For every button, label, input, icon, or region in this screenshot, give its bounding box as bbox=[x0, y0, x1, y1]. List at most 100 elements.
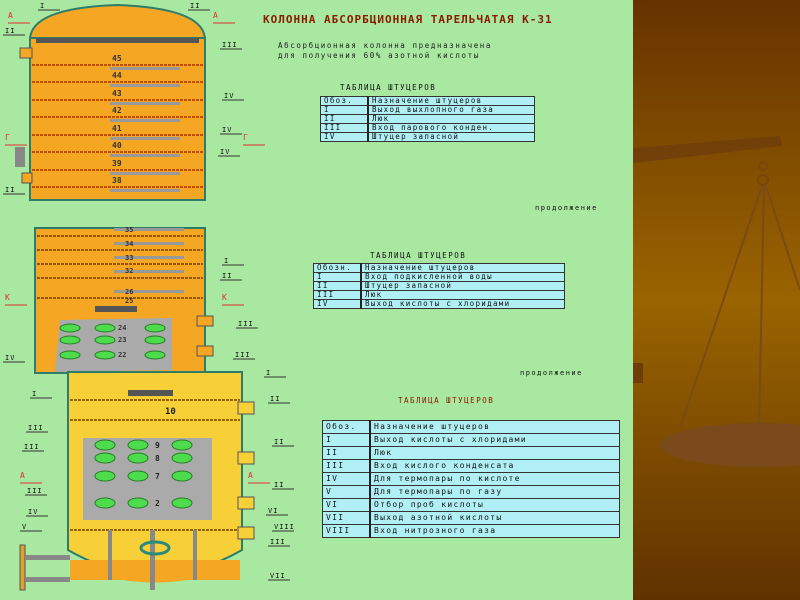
continuation-label-1: продолжение bbox=[535, 204, 598, 212]
downcomer-pipe bbox=[110, 119, 180, 122]
nozzle-label: II bbox=[274, 438, 284, 446]
purpose-cell: Выход выхлопного газа bbox=[367, 105, 535, 115]
bubble-cap bbox=[94, 335, 116, 345]
tray-number: 26 bbox=[125, 288, 133, 296]
nozzle-label: III bbox=[222, 41, 238, 49]
tray-number: 24 bbox=[118, 324, 126, 332]
nozzle-label: IV bbox=[222, 126, 232, 134]
purpose-cell: Штуцер запасной bbox=[367, 132, 535, 142]
bubble-cap bbox=[59, 323, 81, 333]
tray-number: 42 bbox=[112, 106, 122, 115]
nozzle-label: I bbox=[32, 390, 37, 398]
nozzle-label: III bbox=[235, 351, 251, 359]
section-mark: Г bbox=[5, 133, 10, 142]
nozzle-label: IV bbox=[220, 148, 230, 156]
purpose-cell: Выход кислоты с хлоридами bbox=[369, 433, 620, 447]
nozzle-label: VI bbox=[268, 507, 278, 515]
bubble-cap bbox=[171, 497, 193, 509]
designation-cell: VIII bbox=[322, 524, 371, 538]
tray-number: 44 bbox=[112, 71, 122, 80]
downcomer-pipe bbox=[110, 102, 180, 105]
purpose-cell: Выход азотной кислоты bbox=[369, 511, 620, 525]
purpose-cell: Штуцер запасной bbox=[360, 281, 565, 291]
page-title: КОЛОННА АБСОРБЦИОННАЯ ТАРЕЛЬЧАТАЯ К-31 bbox=[263, 13, 553, 26]
drain-pipe bbox=[150, 530, 155, 590]
nozzle-label: V bbox=[22, 523, 27, 531]
tray-number: 43 bbox=[112, 89, 122, 98]
section-mark: А bbox=[213, 11, 218, 20]
table-header-row: Обоз.Назначение штуцеров bbox=[322, 420, 620, 434]
section-mark: К bbox=[5, 293, 10, 302]
thermo-pipe bbox=[193, 530, 197, 580]
nozzle-label: II bbox=[190, 2, 200, 10]
nozzle bbox=[237, 451, 255, 465]
downcomer-pipe bbox=[114, 270, 184, 273]
nozzle-label: II bbox=[274, 481, 284, 489]
tray-number: 8 bbox=[155, 454, 160, 463]
bubble-cap bbox=[59, 350, 81, 360]
downcomer-pipe bbox=[114, 228, 184, 231]
tray-number: 22 bbox=[118, 351, 126, 359]
bubble-cap bbox=[94, 323, 116, 333]
nozzle-label: I bbox=[224, 257, 229, 265]
nozzle-label: IV bbox=[224, 92, 234, 100]
designation-cell: VI bbox=[322, 498, 371, 512]
nozzle-label: III bbox=[270, 538, 286, 546]
purpose-cell: Для термопары по кислоте bbox=[369, 472, 620, 486]
side-pipe bbox=[25, 577, 70, 582]
downcomer-pipe bbox=[110, 189, 180, 192]
nozzle bbox=[15, 147, 25, 167]
bubble-cap bbox=[94, 350, 116, 360]
nozzle bbox=[19, 47, 33, 59]
tray-number: 2 bbox=[155, 499, 160, 508]
purpose-cell: Выход кислоты с хлоридами bbox=[360, 299, 565, 309]
tray-number: 35 bbox=[125, 226, 133, 234]
nozzle-label: II bbox=[222, 272, 232, 280]
tray-number: 7 bbox=[155, 472, 160, 481]
nozzle-label: III bbox=[24, 443, 40, 451]
tray-number: 32 bbox=[125, 267, 133, 275]
grid-support bbox=[95, 306, 137, 312]
downcomer-pipe bbox=[114, 242, 184, 245]
purpose-cell: Назначение штуцеров bbox=[369, 420, 620, 434]
downcomer-pipe bbox=[110, 154, 180, 157]
tray-number: 38 bbox=[112, 176, 122, 185]
nozzle-label: IV bbox=[28, 508, 38, 516]
nozzle-label: III bbox=[238, 320, 254, 328]
grid-support bbox=[128, 390, 173, 396]
downcomer-pipe bbox=[114, 290, 184, 293]
nozzle bbox=[21, 172, 33, 184]
section-mark: Г bbox=[243, 133, 248, 142]
downcomer-pipe bbox=[110, 137, 180, 140]
tray-number: 40 bbox=[112, 141, 122, 150]
section-mark: А bbox=[248, 471, 253, 480]
nozzle-label: IV bbox=[5, 354, 15, 362]
nozzle-label: I bbox=[40, 2, 45, 10]
designation-cell: V bbox=[322, 485, 371, 499]
bubble-cap bbox=[171, 452, 193, 464]
nozzle-label: II bbox=[5, 27, 15, 35]
tray-number: 25 bbox=[125, 297, 133, 305]
nozzle-label: I bbox=[266, 369, 271, 377]
bubble-cap bbox=[127, 439, 149, 451]
gray-tray-zone bbox=[55, 318, 172, 372]
purpose-cell: Вход кислого конденсата bbox=[369, 459, 620, 473]
tray-number: 10 bbox=[165, 407, 176, 417]
bubble-cap bbox=[59, 335, 81, 345]
section-mark: К bbox=[222, 293, 227, 302]
table-2-caption: ТАБЛИЦА ШТУЦЕРОВ bbox=[370, 251, 467, 260]
bubble-cap bbox=[127, 497, 149, 509]
nozzle-label: VII bbox=[270, 572, 286, 580]
description-line-2: для получения 60% азотной кислоты bbox=[278, 51, 480, 60]
nozzle-label: III bbox=[27, 487, 43, 495]
bubble-cap bbox=[94, 439, 116, 451]
tray-number: 23 bbox=[118, 336, 126, 344]
